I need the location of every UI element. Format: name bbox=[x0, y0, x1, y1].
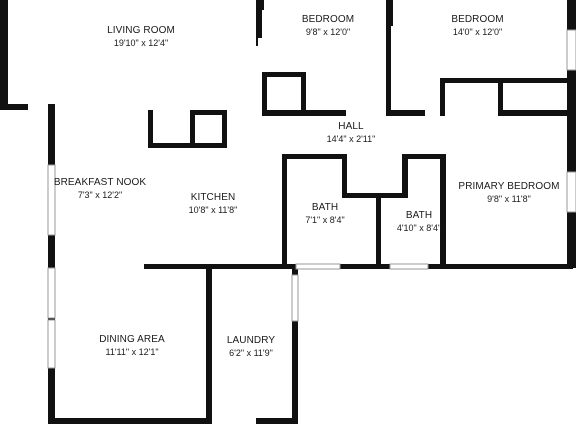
room-label-dining-area: DINING AREA 11'11" x 12'1" bbox=[88, 333, 176, 359]
wall bbox=[440, 154, 446, 268]
wall bbox=[440, 78, 445, 116]
room-dimensions: 9'8" x 12'0" bbox=[305, 27, 351, 37]
room-label-bedroom-1: BEDROOM 9'8" x 12'0" bbox=[282, 13, 374, 39]
wall bbox=[292, 264, 298, 424]
room-dimensions: 10'8" x 11'8" bbox=[188, 205, 238, 215]
wall bbox=[262, 72, 267, 116]
room-name: BATH bbox=[405, 210, 433, 221]
wall bbox=[402, 154, 408, 198]
room-label-primary-bedroom: PRIMARY BEDROOM 9'8" x 11'8" bbox=[451, 180, 567, 206]
wall bbox=[144, 264, 294, 269]
wall bbox=[287, 264, 573, 269]
room-label-hall: HALL 14'4" x 2'11" bbox=[306, 120, 396, 146]
windows bbox=[47, 29, 576, 369]
wall bbox=[0, 104, 28, 110]
window bbox=[47, 164, 56, 236]
wall bbox=[222, 110, 227, 148]
wall bbox=[386, 0, 391, 116]
wall bbox=[148, 110, 153, 148]
window bbox=[389, 263, 429, 270]
window bbox=[291, 274, 299, 322]
room-name: LIVING ROOM bbox=[107, 25, 175, 36]
wall bbox=[262, 72, 306, 77]
wall bbox=[190, 110, 195, 148]
room-dimensions: 7'3" x 12'2" bbox=[77, 190, 123, 200]
room-dimensions: 11'11" x 12'1" bbox=[105, 347, 159, 357]
window bbox=[47, 267, 56, 319]
room-dimensions: 6'2" x 11'9" bbox=[229, 348, 273, 358]
wall bbox=[342, 193, 408, 198]
room-dimensions: 7'1" x 8'4" bbox=[305, 215, 345, 225]
wall bbox=[391, 110, 425, 116]
room-dimensions: 19'10" x 12'4" bbox=[113, 38, 169, 48]
wall bbox=[498, 78, 503, 116]
window bbox=[566, 171, 576, 213]
room-dimensions: 14'4" x 2'11" bbox=[326, 134, 376, 144]
wall bbox=[301, 72, 306, 116]
room-name: BEDROOM bbox=[451, 14, 504, 25]
wall bbox=[342, 154, 347, 198]
wall bbox=[195, 110, 222, 115]
room-name: LAUNDRY bbox=[226, 335, 276, 346]
wall bbox=[338, 110, 346, 116]
wall bbox=[567, 0, 576, 268]
room-name: KITCHEN bbox=[190, 192, 236, 203]
room-label-breakfast-nook: BREAKFAST NOOK 7'3" x 12'2" bbox=[52, 176, 148, 202]
room-label-bath-2: BATH 4'10" x 8'4" bbox=[386, 209, 452, 235]
wall bbox=[440, 78, 502, 83]
wall bbox=[262, 110, 344, 116]
window bbox=[566, 29, 576, 71]
wall bbox=[48, 104, 55, 424]
wall bbox=[376, 198, 381, 268]
wall bbox=[48, 418, 212, 424]
wall bbox=[256, 418, 298, 424]
room-name: HALL bbox=[338, 121, 364, 132]
room-label-bedroom-2: BEDROOM 14'0" x 12'0" bbox=[430, 13, 525, 39]
room-label-laundry: LAUNDRY 6'2" x 11'9" bbox=[216, 334, 286, 360]
wall bbox=[148, 143, 227, 148]
room-name: BREAKFAST NOOK bbox=[53, 177, 147, 188]
wall bbox=[262, 0, 264, 10]
room-label-living-room: LIVING ROOM 19'10" x 12'4" bbox=[86, 24, 196, 50]
wall bbox=[282, 154, 346, 159]
wall bbox=[391, 0, 393, 26]
wall bbox=[498, 110, 576, 116]
room-dimensions: 14'0" x 12'0" bbox=[452, 27, 503, 37]
room-name: PRIMARY BEDROOM bbox=[458, 181, 560, 192]
wall bbox=[206, 264, 212, 424]
wall bbox=[256, 0, 262, 38]
wall bbox=[402, 154, 446, 159]
window bbox=[295, 263, 341, 270]
room-label-bath-1: BATH 7'1" x 8'4" bbox=[293, 201, 357, 227]
room-name: BATH bbox=[311, 202, 339, 213]
wall bbox=[0, 0, 8, 110]
room-dimensions: 4'10" x 8'4" bbox=[396, 223, 442, 233]
room-dimensions: 9'8" x 11'8" bbox=[487, 194, 531, 204]
wall bbox=[282, 154, 287, 268]
room-label-kitchen: KITCHEN 10'8" x 11'8" bbox=[173, 191, 253, 217]
window bbox=[47, 319, 56, 369]
room-name: DINING AREA bbox=[99, 334, 165, 345]
room-name: BEDROOM bbox=[301, 14, 355, 25]
wall bbox=[503, 78, 568, 83]
wall bbox=[256, 38, 258, 46]
